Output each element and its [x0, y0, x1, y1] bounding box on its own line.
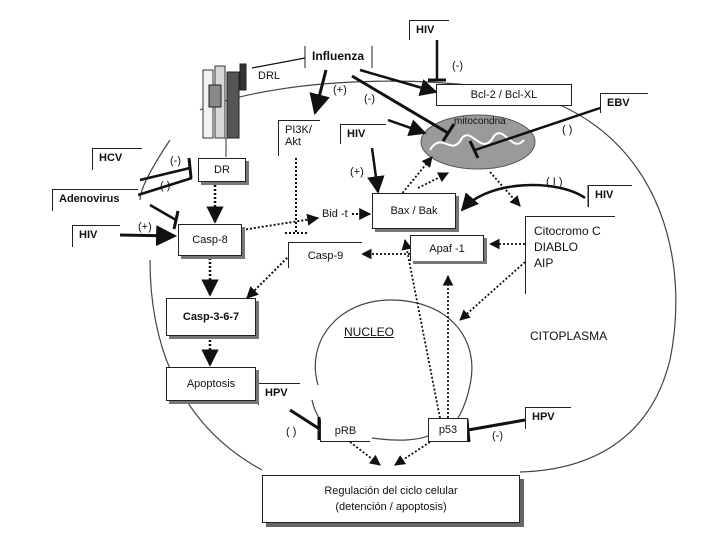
sign-hiv-right-paren: ( I ) [546, 176, 563, 188]
node-citocromo-group: Citocromo C DIABLO AIP [525, 216, 615, 294]
sign-hcv-minus: (-) [170, 155, 181, 167]
node-apoptosis: Apoptosis [166, 367, 256, 401]
node-dr: DR [198, 158, 246, 182]
drl-receptor-icon [202, 63, 247, 139]
node-apaf-1: Apaf -1 [410, 235, 484, 261]
virus-hiv-right: HIV [588, 185, 632, 207]
sign-hiv-mid-plus: (+) [350, 166, 364, 178]
sign-hiv-top-minus: (-) [452, 60, 463, 72]
sign-ebv-paren: ( ) [562, 124, 573, 136]
virus-hiv-top: HIV [409, 20, 449, 40]
node-pi3k-akt: PI3K/ Akt [278, 120, 320, 156]
virus-ebv: EBV [600, 93, 648, 113]
node-casp-9: Casp-9 [288, 242, 362, 268]
node-casp-3-6-7: Casp-3-6-7 [166, 298, 256, 336]
node-bax-bak: Bax / Bak [372, 193, 456, 229]
node-citocromo-c: Citocromo C [534, 224, 601, 238]
node-diablo: DIABLO [534, 240, 579, 254]
sign-hiv-left-plus: (+) [138, 221, 152, 233]
node-prb: pRB [320, 420, 370, 442]
node-p53: p53 [428, 418, 468, 442]
sign-influenza-plus: (+) [333, 84, 347, 96]
virus-hpv-left: HPV [258, 383, 300, 405]
sign-adenovirus-paren: ( ) [160, 180, 171, 192]
virus-hpv-right: HPV [525, 407, 571, 429]
node-casp-8: Casp-8 [178, 224, 242, 256]
virus-hcv: HCV [92, 148, 142, 170]
virus-hiv-mid: HIV [340, 124, 386, 144]
label-nucleo: NUCLEO [344, 325, 395, 339]
virus-influenza: Influenza [312, 49, 365, 63]
label-mitocondria: mitocondria [454, 116, 506, 127]
node-regulacion-ciclo-celular: Regulación del ciclo celular (detención … [262, 475, 520, 523]
label-drl: DRL [258, 70, 281, 82]
sign-hpv-left-paren: ( ) [286, 426, 297, 438]
node-bid-t: Bid -t [322, 208, 348, 220]
node-bcl2-bclxl: Bcl-2 / Bcl-XL [436, 84, 572, 106]
virus-adenovirus: Adenovirus [52, 189, 138, 211]
virus-hiv-left: HIV [72, 225, 120, 247]
node-aip: AIP [534, 256, 554, 270]
sign-hpv-right-minus: (-) [492, 430, 503, 442]
sign-influenza-minus: (-) [364, 93, 375, 105]
label-citoplasma: CITOPLASMA [530, 329, 608, 343]
